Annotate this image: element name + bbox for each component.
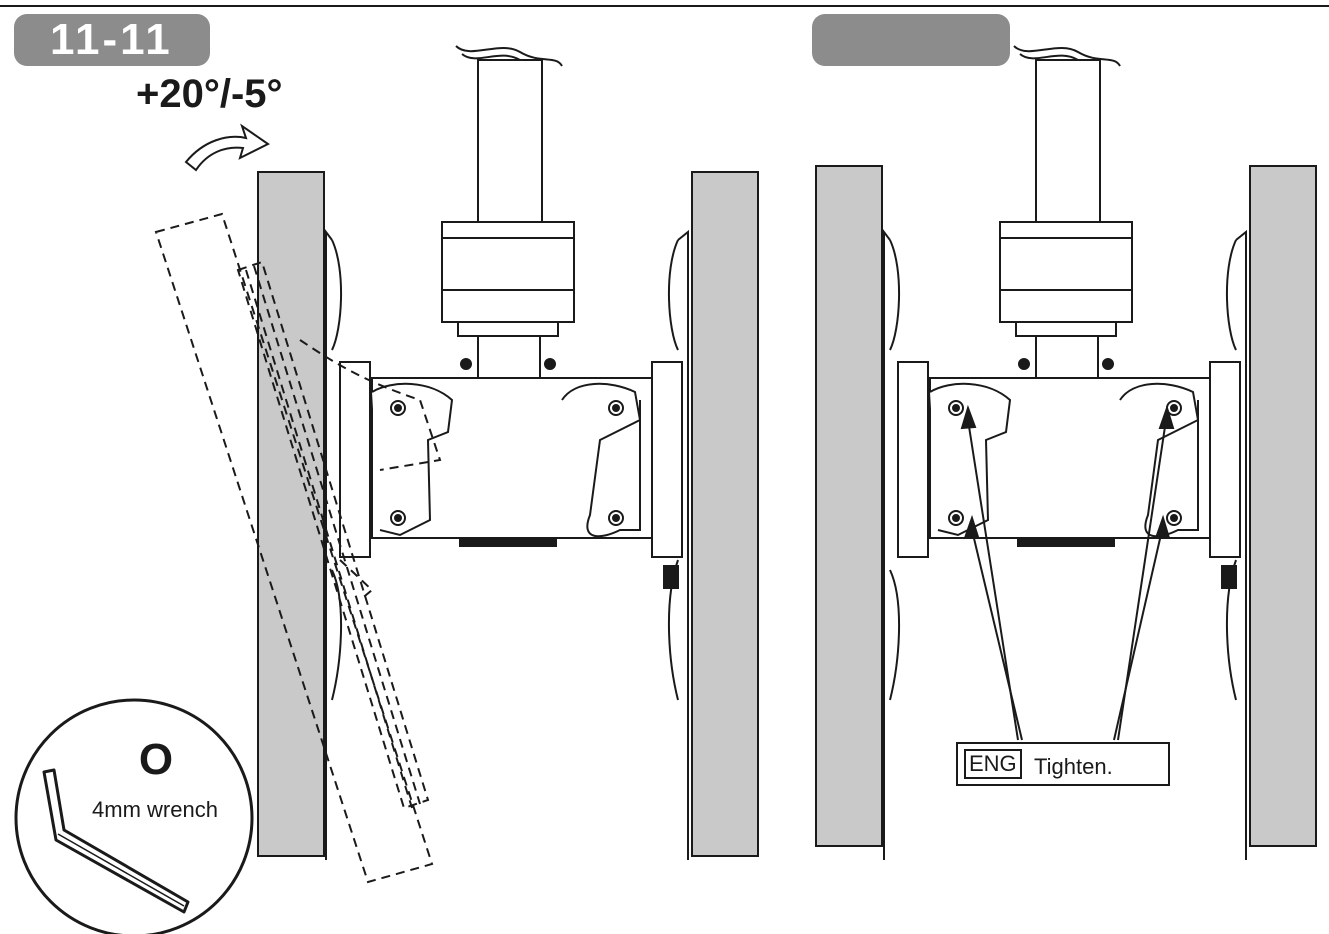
- tilted-tv-outline: [154, 212, 442, 884]
- wall-right-a: [691, 171, 759, 857]
- tighten-callout: ENG Tighten.: [956, 742, 1170, 786]
- wall-left-b: [815, 165, 883, 847]
- mount-assembly-b: [883, 45, 1247, 861]
- right-panel: [815, 45, 1317, 861]
- tighten-arrows: [960, 404, 1175, 741]
- rotation-angle-label: +20°/-5°: [136, 72, 283, 116]
- tool-letter: O: [138, 735, 174, 784]
- empty-badge: [812, 14, 1010, 66]
- hex-wrench-icon: [42, 768, 190, 914]
- instruction-text: Tighten.: [1034, 754, 1113, 779]
- mount-assembly-a: [325, 45, 689, 861]
- tool-inset: [14, 698, 254, 934]
- tool-name: 4mm wrench: [92, 797, 218, 822]
- left-panel: [154, 45, 759, 884]
- wall-right-b: [1249, 165, 1317, 847]
- rotation-arrow-icon: [184, 123, 270, 172]
- step-number-badge: 11-11: [14, 14, 210, 66]
- language-tag: ENG: [964, 749, 1022, 779]
